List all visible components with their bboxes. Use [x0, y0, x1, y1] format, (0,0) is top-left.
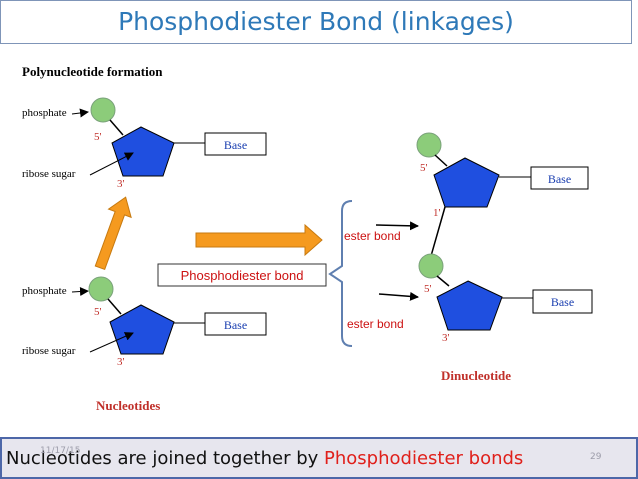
- phosphate-icon: [88, 276, 114, 302]
- five-prime-label: 5': [424, 283, 432, 295]
- ester-bond-arrow-bottom: [378, 291, 419, 301]
- phosphate-icon: [416, 132, 442, 158]
- base-label: Base: [551, 295, 574, 309]
- five-prime-label: 5': [94, 131, 102, 143]
- ribose-sugar-pentagon: [433, 157, 500, 208]
- bracket: [328, 200, 353, 347]
- three-prime-label: 3': [442, 332, 450, 344]
- five-prime-label: 5': [420, 162, 428, 174]
- base-label: Base: [224, 138, 247, 152]
- caption-highlight: Phosphodiester bonds: [324, 448, 524, 469]
- phosphate-icon: [90, 97, 116, 123]
- caption-bar: Nucleotides are joined together by Phosp…: [0, 437, 638, 479]
- three-prime-label: 3': [117, 356, 125, 368]
- ribose-sugar-pointer: [89, 152, 134, 176]
- phosphate-sugar-link: [434, 154, 448, 167]
- phosphate-sugar-link: [436, 275, 450, 287]
- ester-bond-label-top: ester bond: [344, 229, 401, 243]
- ribose-sugar-label: ribose sugar: [22, 168, 76, 180]
- slide-date: 11/17/15: [40, 446, 81, 456]
- orange-up-arrow: [94, 196, 132, 271]
- nucleotides-label: Nucleotides: [96, 398, 160, 413]
- phosphate-pointer: [71, 108, 89, 118]
- page-number: 29: [590, 452, 602, 462]
- nucleotide-top: phosphate 5' ribose sugar 3' Base: [22, 97, 267, 190]
- polynucleotide-diagram: Polynucleotide formation phosphate 5' ri…: [22, 64, 593, 413]
- ribose-sugar-pentagon: [111, 126, 175, 177]
- phosphate-label: phosphate: [22, 107, 67, 119]
- ribose-sugar-pointer: [89, 332, 134, 353]
- phosphodiester-link: [430, 206, 446, 257]
- nucleotide-bottom: phosphate 5' ribose sugar 3' Base: [22, 276, 267, 368]
- phosphate-pointer: [71, 287, 89, 296]
- diagram-heading: Polynucleotide formation: [22, 64, 163, 79]
- three-prime-label: 3': [117, 178, 125, 190]
- base-box: [204, 312, 267, 336]
- base-label: Base: [548, 172, 571, 186]
- base-box: [530, 166, 589, 190]
- dinucleotide-label: Dinucleotide: [441, 368, 511, 383]
- caption-text: Nucleotides are joined together by: [6, 448, 325, 469]
- orange-right-arrow: [195, 223, 323, 257]
- base-box: [204, 132, 267, 156]
- phosphodiester-bond-box: [157, 263, 327, 287]
- slide-title: Phosphodiester Bond (linkages): [0, 0, 632, 44]
- ribose-sugar-pentagon: [436, 280, 503, 331]
- base-label: Base: [224, 318, 247, 332]
- dinucleotide: 5' Base 1' 5' Base 3': [416, 132, 593, 344]
- phosphate-sugar-link: [109, 119, 124, 136]
- phosphate-sugar-link: [107, 298, 122, 315]
- one-prime-label: 1': [433, 207, 441, 219]
- five-prime-label: 5': [94, 306, 102, 318]
- ester-bond-label-bottom: ester bond: [347, 317, 404, 331]
- ribose-sugar-pentagon: [109, 304, 175, 355]
- phosphate-label: phosphate: [22, 285, 67, 297]
- ribose-sugar-label: ribose sugar: [22, 345, 76, 357]
- phosphodiester-bond-label: Phosphodiester bond: [181, 268, 304, 283]
- phosphate-icon: [418, 253, 444, 279]
- ester-bond-arrow-top: [375, 221, 419, 231]
- base-box: [532, 289, 593, 314]
